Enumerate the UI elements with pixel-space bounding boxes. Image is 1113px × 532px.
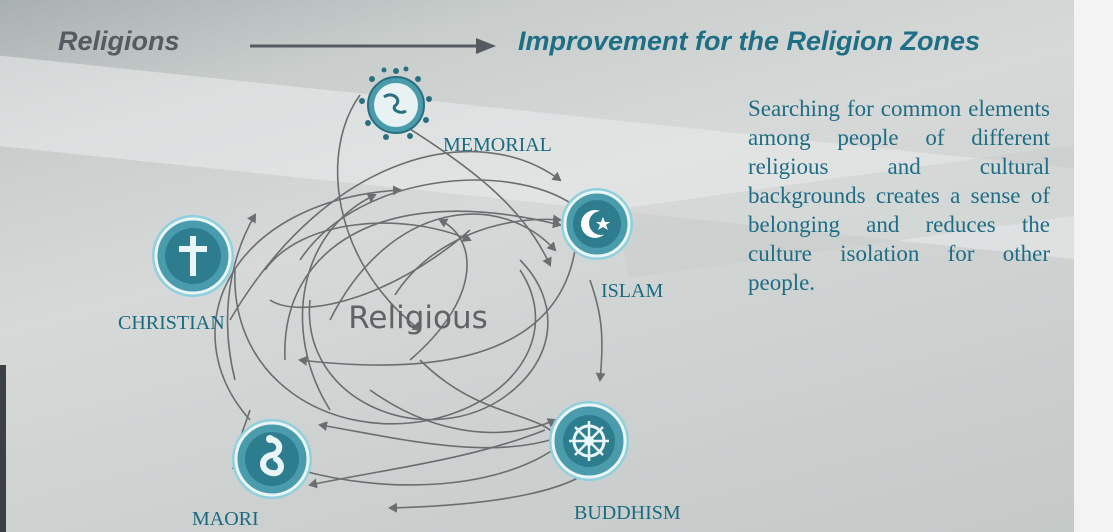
header-arrow-icon [250,38,496,54]
maori-twist-icon [232,419,312,499]
christian-label: CHRISTIAN [118,312,225,334]
memorial-label: MEMORIAL [443,134,552,156]
description-paragraph: Searching for common elements among peop… [748,96,1050,295]
center-religious-label: Religious [348,300,488,336]
maori-label: MAORI [192,508,259,530]
christian-cross-icon [152,215,234,297]
left-edge-strip [0,365,6,532]
improvement-title: Improvement for the Religion Zones [518,26,981,56]
islam-label: ISLAM [601,280,664,302]
memorial-globe-icon [359,66,432,140]
buddhism-label: BUDDHISM [574,502,681,524]
islam-crescent-icon [561,188,633,260]
right-edge-strip [1074,0,1113,532]
religions-title: Religions [58,26,180,56]
cycle-loops [234,229,549,425]
buddhism-dharma-wheel-icon [549,401,629,481]
